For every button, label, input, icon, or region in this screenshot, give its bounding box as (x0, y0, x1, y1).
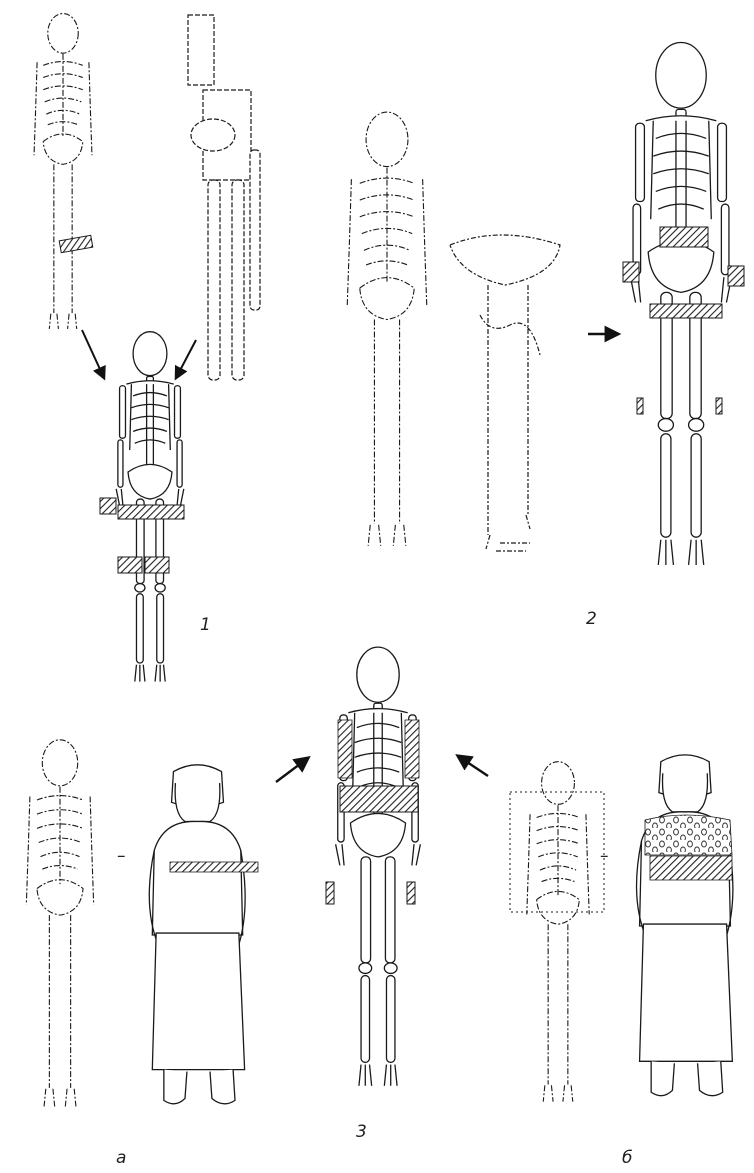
group-3-knee-mark-right (407, 882, 415, 904)
group-2-skeleton-excavated-lower (450, 235, 560, 551)
group-2-left-bracelet (623, 262, 639, 282)
group-2-belt (660, 227, 708, 247)
group-3-skeleton-reconstructed (336, 647, 421, 1086)
group-2-knee-mark-right (716, 398, 722, 414)
group-1-skeleton-excavated-left (34, 14, 92, 329)
subgroup-label-a: а (116, 1150, 126, 1167)
group-1-knee-band-right (145, 557, 169, 573)
group-3-knee-mark-left (326, 882, 334, 904)
dash-label-b: – (600, 848, 609, 865)
group-1-excavated-belt (59, 235, 93, 252)
group-1-drawings (34, 14, 260, 682)
group-3b-dotted-blouse (645, 815, 732, 855)
group-1-arrow-right (176, 340, 196, 378)
group-3b-skirt-band (650, 856, 732, 880)
group-1-left-bracelet (100, 498, 116, 514)
group-label-1: 1 (200, 617, 211, 634)
group-1-arrow-left (82, 330, 104, 378)
group-3-side-panel-right (405, 720, 419, 778)
group-3-arrow-left (276, 758, 308, 782)
group-2-skeleton-excavated-upper (347, 112, 427, 546)
group-3a-skirt-fringe (170, 862, 258, 872)
group-3b-skeleton (527, 762, 589, 1102)
subgroup-label-b: б (622, 1150, 632, 1167)
group-3a-clothed-figure (149, 765, 245, 1104)
group-3-belt (340, 786, 418, 812)
group-2-knee-mark-left (637, 398, 643, 414)
group-2-drawings (347, 43, 744, 565)
dash-label-a: – (117, 848, 126, 865)
group-1-knee-band-left (118, 557, 142, 573)
group-3-arrow-right (458, 756, 488, 776)
group-label-2: 2 (586, 611, 597, 628)
group-2-right-bracelet (728, 266, 744, 286)
group-3a-skeleton (26, 740, 93, 1107)
group-3b-clothed-figure (637, 755, 733, 1096)
group-3-side-panel-left (338, 720, 352, 778)
group-3-drawings (26, 647, 733, 1106)
group-label-3: 3 (356, 1124, 367, 1141)
group-1-skeleton-excavated-right (188, 15, 260, 380)
group-1-belt (118, 505, 184, 519)
group-2-hip-band (650, 304, 722, 318)
group-3b-bead-outline (510, 792, 604, 912)
